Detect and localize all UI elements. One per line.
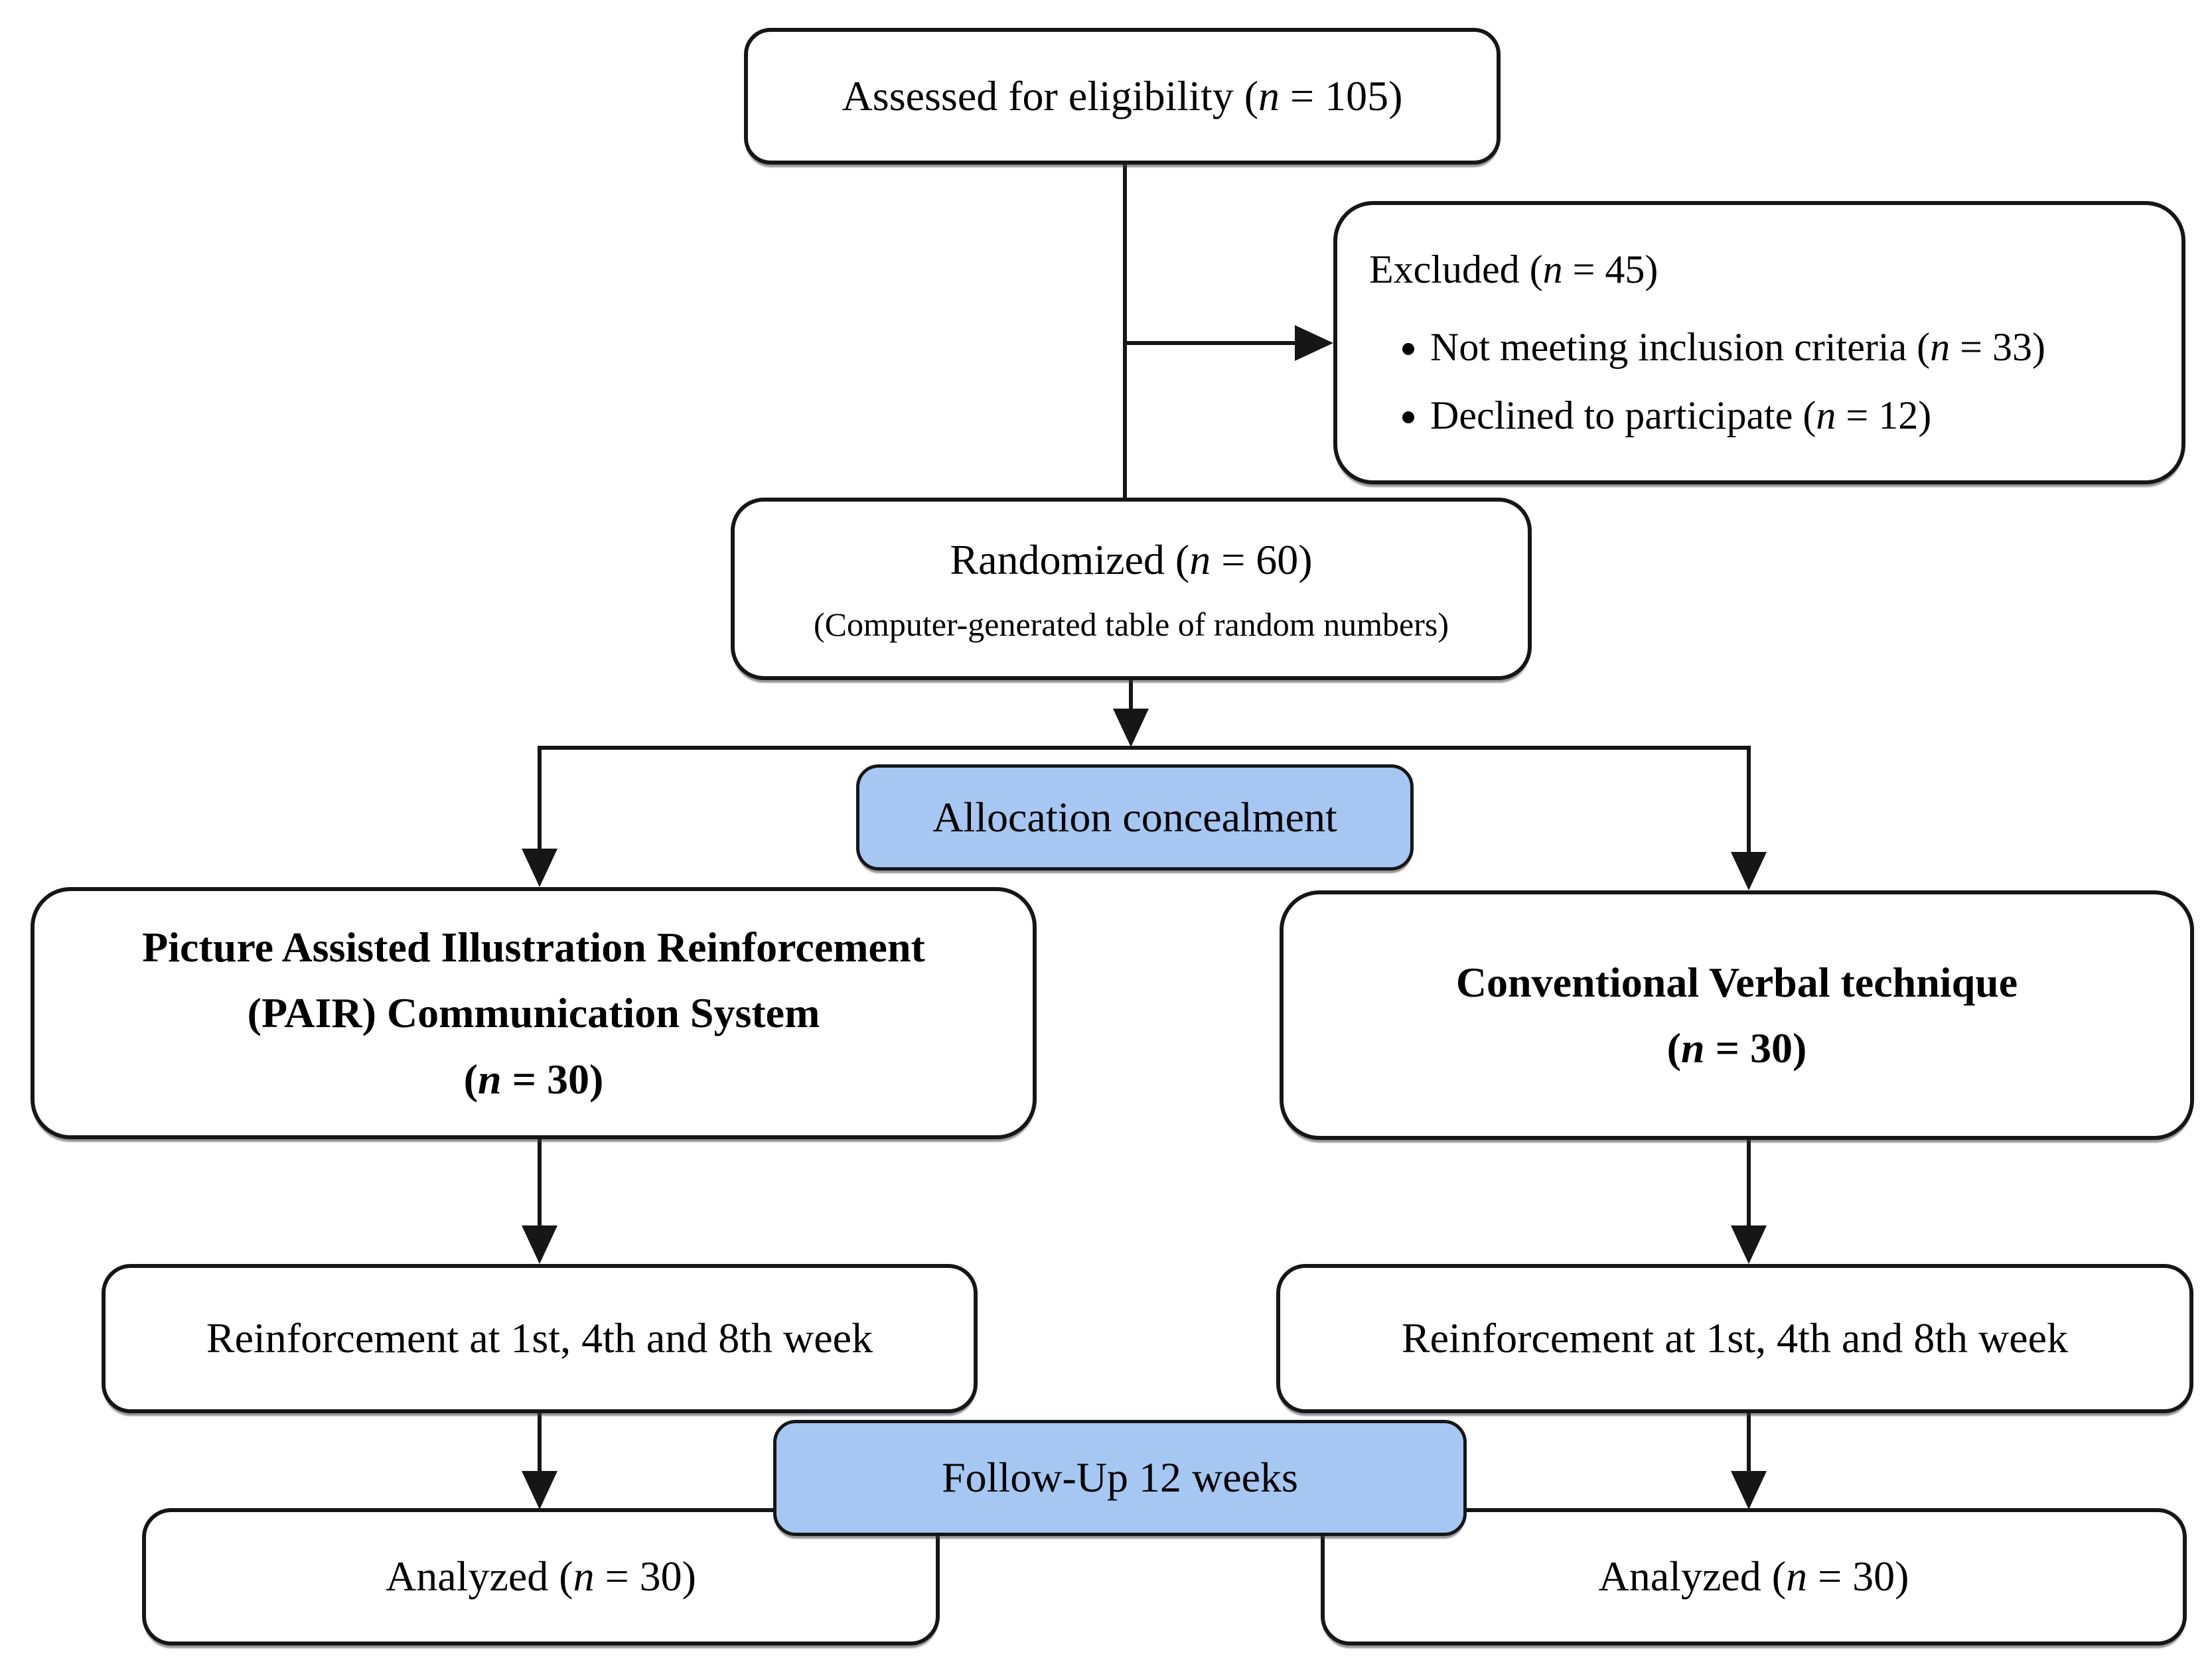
- branch-line: [540, 746, 1751, 750]
- conventional-group-n-label: (n = 30): [1666, 1024, 1807, 1072]
- assessed-eligibility-box: Assessed for eligibility (n = 105): [744, 28, 1501, 165]
- pair-group-box: Picture Assisted Illustration Reinforcem…: [31, 887, 1037, 1139]
- excluded-reason-item: Not meeting inclusion criteria (n = 33): [1430, 318, 2045, 376]
- analyzed-right-label: Analyzed (n = 30): [1598, 1553, 1909, 1600]
- excluded-reason-item: Declined to participate (n = 12): [1430, 387, 2045, 445]
- randomized-box: Randomized (n = 60) (Computer-generated …: [731, 498, 1532, 680]
- arrow-down-icon: [522, 1225, 557, 1264]
- followup-box: Follow-Up 12 weeks: [773, 1420, 1467, 1536]
- conventional-group-title: Conventional Verbal technique: [1455, 958, 2018, 1006]
- excluded-box: Excluded (n = 45) Not meeting inclusion …: [1333, 201, 2185, 484]
- arrow-down-icon: [1731, 1471, 1767, 1509]
- connector-to-excluded: [1123, 341, 1295, 345]
- connector-branch-to-conventional: [1747, 746, 1751, 852]
- reinforcement-left-label: Reinforcement at 1st, 4th and 8th week: [206, 1314, 873, 1362]
- arrow-down-icon: [522, 849, 557, 887]
- arrow-down-icon: [522, 1471, 557, 1509]
- analyzed-left-label: Analyzed (n = 30): [386, 1553, 696, 1600]
- arrow-down-icon: [1731, 1225, 1767, 1264]
- excluded-title: Excluded (n = 45): [1369, 247, 1659, 291]
- allocation-concealment-box: Allocation concealment: [856, 764, 1414, 871]
- reinforcement-left-box: Reinforcement at 1st, 4th and 8th week: [102, 1264, 978, 1413]
- reinforcement-right-label: Reinforcement at 1st, 4th and 8th week: [1401, 1314, 2069, 1362]
- pair-group-title-line1: Picture Assisted Illustration Reinforcem…: [142, 924, 925, 971]
- connector-reinforcement-to-analyzed-right: [1747, 1413, 1751, 1471]
- connector-randomized-to-branch: [1129, 680, 1133, 710]
- pair-group-title-line2: (PAIR) Communication System: [247, 989, 820, 1037]
- connector-conventional-to-reinforcement: [1747, 1140, 1751, 1225]
- connector-reinforcement-to-analyzed-left: [538, 1413, 542, 1471]
- connector-branch-to-pair: [538, 746, 542, 849]
- arrow-down-icon: [1113, 709, 1149, 747]
- connector-pair-to-reinforcement: [538, 1139, 542, 1225]
- arrow-down-icon: [1731, 852, 1767, 890]
- pair-group-n-label: (n = 30): [463, 1055, 604, 1103]
- connector-assessed-to-randomized: [1123, 165, 1127, 498]
- allocation-concealment-label: Allocation concealment: [932, 793, 1337, 841]
- followup-label: Follow-Up 12 weeks: [942, 1454, 1298, 1501]
- randomized-label: Randomized (n = 60): [950, 535, 1313, 583]
- arrow-right-icon: [1295, 325, 1333, 361]
- excluded-reasons-list: Not meeting inclusion criteria (n = 33) …: [1369, 308, 2045, 445]
- reinforcement-right-box: Reinforcement at 1st, 4th and 8th week: [1276, 1264, 2193, 1413]
- conventional-group-box: Conventional Verbal technique (n = 30): [1280, 890, 2194, 1140]
- assessed-eligibility-label: Assessed for eligibility (n = 105): [842, 72, 1403, 119]
- analyzed-right-box: Analyzed (n = 30): [1321, 1508, 2187, 1645]
- randomization-method-label: (Computer-generated table of random numb…: [814, 605, 1449, 643]
